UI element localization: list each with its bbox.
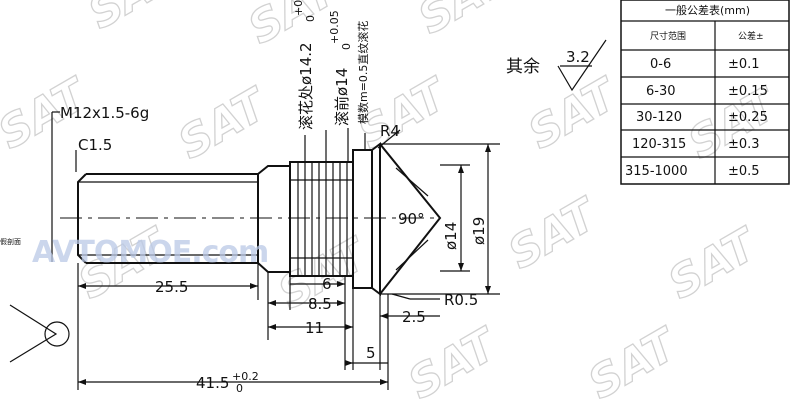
sat-watermark: SAT [170, 78, 277, 169]
table-cell-tol: ±0.5 [728, 164, 760, 179]
left-section-note: 假剖面 [0, 237, 21, 246]
table-header: 公差± [738, 30, 764, 42]
chamfer-diameter-tol-lower: 0 [340, 43, 353, 50]
detail-circle [44, 321, 70, 347]
dim-6: 6 [322, 275, 332, 293]
table-cell-tol: ±0.15 [728, 84, 768, 99]
angle-label: 90° [398, 210, 425, 228]
chamfer-diameter-tol-upper: +0.05 [328, 10, 341, 44]
sat-watermark: SAT [410, 0, 517, 45]
knurl-pitch-note: 模数m=0.5直纹滚花 [356, 21, 370, 124]
dim-11: 11 [305, 319, 324, 337]
dimension-lines [51, 111, 500, 390]
knurl-diameter-note: 滚花处ø14.2 [297, 42, 315, 130]
stud-profile [77, 142, 442, 296]
table-cell-range: 30-120 [636, 110, 682, 125]
diameter-19-label: ø19 [470, 217, 488, 245]
thread-chamfer [77, 173, 87, 264]
knurl-diameter-tol-lower: 0 [304, 15, 317, 22]
dim-8-5: 8.5 [308, 295, 332, 313]
dim-41-5-tol-upper: +0.2 [232, 370, 259, 383]
dimension-labels: M12x1.5-6g C1.5 R4 R0.5 90° ø14 ø19 25.5… [0, 0, 488, 395]
head-cone [379, 143, 442, 295]
radius-top-label: R4 [380, 122, 400, 140]
dim-5: 5 [366, 344, 376, 362]
table-cell-tol: ±0.3 [728, 137, 760, 152]
avtomoe-watermark: AVTOMOE.com [32, 235, 268, 270]
dim-2-5: 2.5 [402, 308, 426, 326]
sat-watermark: SAT [500, 188, 607, 279]
dim-41-5: 41.5 [196, 374, 229, 392]
rest-label: 其余 [506, 57, 540, 77]
diameter-14-label: ø14 [442, 222, 460, 250]
radius-bottom-label: R0.5 [444, 291, 478, 309]
roughness-value: 3.2 [566, 48, 590, 66]
head-side [371, 142, 381, 296]
table-header: 尺寸范围 [650, 30, 686, 42]
table-cell-range: 0-6 [650, 57, 671, 72]
sat-watermark: SAT [400, 318, 507, 400]
tolerance-table: 一般公差表(mm) 尺寸范围 公差± 0-6 ±0.1 6-30 ±0.15 3… [620, 0, 790, 185]
sat-watermark: SAT [580, 318, 687, 400]
detail-lines [9, 304, 58, 363]
table-cell-range: 6-30 [646, 84, 676, 99]
table-cell-range: 315-1000 [625, 164, 688, 179]
knurl-diameter-tol-upper: +0.1 [292, 0, 305, 16]
tolerance-table-title: 一般公差表(mm) [665, 3, 750, 17]
sat-watermark: SAT [80, 0, 187, 40]
table-cell-tol: ±0.25 [728, 110, 768, 125]
sat-watermark: SAT [520, 68, 627, 159]
sat-watermark: SAT [660, 218, 767, 309]
table-cell-range: 120-315 [632, 137, 686, 152]
threaded-shank [86, 173, 259, 264]
knurl-lines [290, 162, 353, 276]
thread-spec-label: M12x1.5-6g [60, 104, 149, 122]
roughness-symbol: 其余 3.2 [506, 39, 607, 92]
roughness-check-icon [557, 39, 607, 92]
dim-25-5: 25.5 [155, 278, 188, 296]
dim-41-5-tol-lower: 0 [236, 382, 243, 395]
table-cell-tol: ±0.1 [728, 57, 760, 72]
chamfer-diameter-note: 滚前ø14 [333, 68, 351, 126]
chamfer-label: C1.5 [78, 136, 112, 154]
